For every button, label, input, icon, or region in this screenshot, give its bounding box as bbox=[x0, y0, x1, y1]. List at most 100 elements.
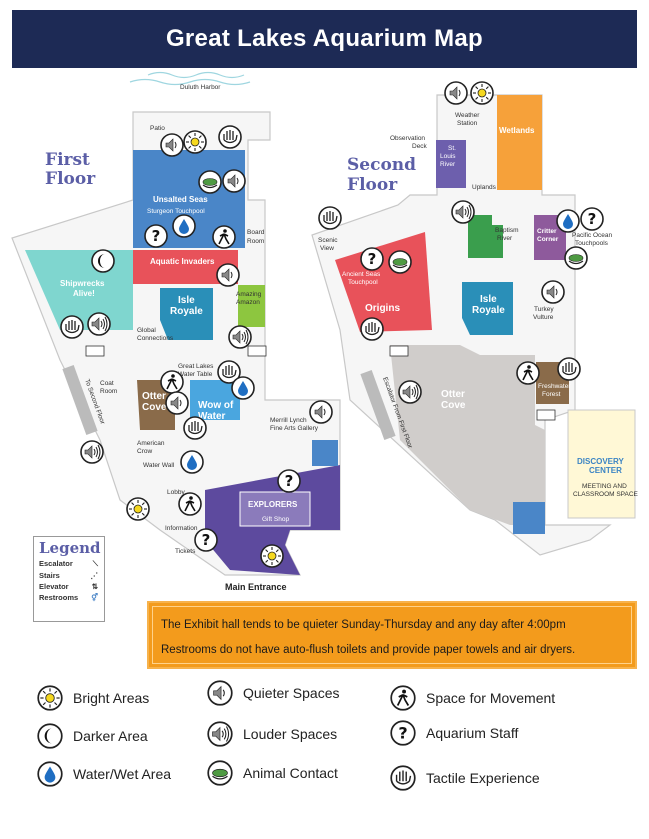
key-space-for-movement: Space for Movement bbox=[388, 683, 555, 713]
label-discovery-2: CENTER bbox=[589, 466, 622, 475]
exhibit-isle-royale-second[interactable] bbox=[462, 282, 513, 335]
water-drop-icon bbox=[172, 214, 196, 238]
exhibit-otter-cove-first[interactable] bbox=[137, 380, 175, 430]
movement-icon bbox=[160, 370, 184, 394]
label-scenic-1: Scenic bbox=[318, 237, 338, 244]
label-shipwrecks-1: Shipwrecks bbox=[60, 279, 105, 288]
restroom-icon bbox=[513, 502, 545, 534]
loud-speaker-icon bbox=[228, 325, 252, 349]
legend-item-stairs: Stairs⋰ bbox=[39, 571, 98, 580]
label-isle-royale-s1: Isle bbox=[480, 294, 497, 305]
notice-line-1: The Exhibit hall tends to be quieter Sun… bbox=[161, 619, 566, 631]
label-amazing-amazon-2: Amazon bbox=[236, 299, 260, 306]
quiet-speaker-icon bbox=[216, 263, 240, 287]
label-pacific-2: Touchpools bbox=[575, 240, 609, 247]
label-turkey-1: Turkey bbox=[534, 306, 554, 313]
quiet-speaker-icon bbox=[160, 133, 184, 157]
restroom-icon: ⚥ bbox=[91, 593, 98, 602]
animal-contact-icon bbox=[564, 246, 588, 270]
label-information: Information bbox=[165, 525, 198, 532]
label-st-louis-3: River bbox=[440, 161, 456, 168]
water-drop-icon bbox=[556, 209, 580, 233]
loud-speaker-icon bbox=[207, 721, 233, 747]
label-global-1: Global bbox=[137, 327, 156, 334]
exhibit-st-louis-river[interactable] bbox=[436, 140, 466, 188]
label-critter-2: Corner bbox=[537, 236, 559, 243]
staff-question-icon bbox=[360, 247, 384, 271]
sun-icon bbox=[470, 81, 494, 105]
sun-icon bbox=[37, 685, 63, 711]
label-weather-2: Station bbox=[457, 120, 478, 127]
label-coat-room-1: Coat bbox=[100, 380, 114, 387]
loud-speaker-icon bbox=[398, 380, 422, 404]
water-drop-icon bbox=[37, 761, 63, 787]
escalator-icon: ⟍ bbox=[92, 559, 98, 568]
label-main-entrance: Main Entrance bbox=[225, 582, 287, 592]
staff-question-icon bbox=[144, 224, 168, 248]
label-explorers: EXPLORERS bbox=[248, 500, 298, 509]
label-water-table-2: Water Table bbox=[178, 371, 213, 378]
label-critter-1: Critter bbox=[537, 228, 557, 235]
quiet-speaker-icon bbox=[222, 169, 246, 193]
exhibit-baptism-river[interactable] bbox=[468, 215, 503, 258]
label-shipwrecks-2: Alive! bbox=[73, 289, 95, 298]
key-quieter-spaces: Quieter Spaces bbox=[205, 678, 340, 708]
elevator-icon bbox=[389, 345, 409, 357]
escalator-to-second-floor[interactable] bbox=[62, 365, 98, 435]
hand-icon bbox=[360, 317, 384, 341]
exhibit-otter-cove-second[interactable] bbox=[390, 345, 545, 525]
staff-question-icon bbox=[390, 720, 416, 746]
label-otter-cove-2: Cove bbox=[142, 402, 167, 413]
label-coat-room-2: Room bbox=[100, 388, 117, 395]
first-floor-title-1: First bbox=[45, 150, 90, 170]
label-wetlands: Wetlands bbox=[499, 126, 535, 135]
hand-icon bbox=[218, 125, 242, 149]
elevator-icon bbox=[85, 345, 105, 357]
legend-item-elevator: Elevator⇅ bbox=[39, 582, 98, 591]
label-otter-cove-1: Otter bbox=[142, 391, 166, 402]
staff-question-icon bbox=[580, 207, 604, 231]
exhibit-amazing-amazon[interactable] bbox=[238, 285, 265, 327]
label-tickets: Tickets bbox=[175, 548, 196, 555]
label-patio: Patio bbox=[150, 125, 165, 132]
sun-icon bbox=[260, 544, 284, 568]
quiet-speaker-icon bbox=[309, 400, 333, 424]
key-bright-areas: Bright Areas bbox=[35, 683, 149, 713]
escalator-from-first-floor[interactable] bbox=[360, 370, 396, 440]
staff-question-icon bbox=[277, 469, 301, 493]
exhibit-wow-of-water[interactable] bbox=[190, 380, 240, 420]
movement-icon bbox=[212, 225, 236, 249]
label-board-room-2: Room bbox=[247, 238, 264, 245]
key-tactile-experience: Tactile Experience bbox=[388, 763, 540, 793]
quiet-speaker-icon bbox=[541, 280, 565, 304]
legend-item-escalator: Escalator⟍ bbox=[39, 559, 98, 568]
sun-icon bbox=[126, 497, 150, 521]
loud-speaker-icon bbox=[451, 200, 475, 224]
key-aquarium-staff: Aquarium Staff bbox=[388, 718, 518, 748]
elevator-icon bbox=[536, 409, 556, 421]
label-water-wall: Water Wall bbox=[143, 462, 175, 469]
moon-icon bbox=[91, 249, 115, 273]
label-observation-1: Observation bbox=[390, 135, 425, 142]
label-isle-royale-1: Isle bbox=[178, 295, 195, 306]
label-water-table-1: Great Lakes bbox=[178, 363, 214, 370]
discovery-center[interactable] bbox=[567, 409, 636, 519]
animal-contact-icon bbox=[207, 760, 233, 786]
label-st-louis-2: Louis bbox=[440, 153, 456, 160]
elevator-icon bbox=[247, 345, 267, 357]
label-discovery-1: DISCOVERY bbox=[577, 457, 624, 466]
label-gift-shop: Gift Shop bbox=[262, 516, 289, 523]
exhibit-wetlands[interactable] bbox=[497, 95, 542, 190]
exhibit-isle-royale-first[interactable] bbox=[160, 288, 213, 340]
label-meeting-1: MEETING AND bbox=[582, 483, 627, 490]
hand-icon bbox=[183, 416, 207, 440]
animal-contact-icon bbox=[388, 250, 412, 274]
label-isle-royale-2: Royale bbox=[170, 306, 203, 317]
label-turkey-2: Vulture bbox=[533, 314, 554, 321]
label-merrill-2: Fine Arts Gallery bbox=[270, 425, 319, 432]
label-isle-royale-s2: Royale bbox=[472, 305, 505, 316]
hand-icon bbox=[60, 315, 84, 339]
staff-question-icon bbox=[194, 528, 218, 552]
movement-icon bbox=[516, 361, 540, 385]
